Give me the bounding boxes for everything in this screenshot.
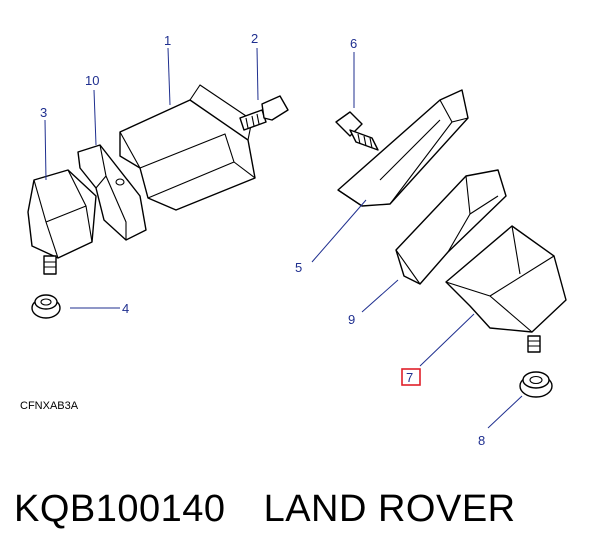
leader-7 [419,313,475,367]
part-10-pad[interactable] [77,144,147,241]
callout-5[interactable]: 5 [295,260,302,275]
leader-8 [487,395,523,429]
callout-8[interactable]: 8 [478,433,485,448]
brand-name: LAND ROVER [263,488,516,530]
leader-1 [167,47,171,106]
leader-3 [44,119,47,181]
callout-6[interactable]: 6 [350,36,357,51]
part-7-mount[interactable] [445,225,567,353]
leader-9 [361,279,399,313]
leader-5 [311,199,367,263]
diagram-code: CFNXAB3A [20,400,79,412]
leader-2 [256,47,259,101]
callout-2[interactable]: 2 [251,31,258,46]
part-8-nut[interactable] [519,371,553,398]
part-9-pad[interactable] [395,169,507,285]
parts-diagram: 1 2 3 4 5 6 7 8 9 10 [27,31,567,448]
callout-7-highlight-box [401,368,421,386]
part-3-mount[interactable] [27,169,97,275]
part-4-nut[interactable] [31,294,61,319]
callout-9[interactable]: 9 [348,312,355,327]
part-number: KQB100140 [14,488,226,530]
callout-4[interactable]: 4 [122,301,129,316]
part-6-bolt[interactable] [335,111,379,151]
leader-10 [93,89,97,146]
footer-caption: KQB100140 LAND ROVER [14,488,516,531]
part-5-bracket[interactable] [337,89,469,207]
callout-10[interactable]: 10 [85,73,99,88]
part-1-bracket[interactable] [119,84,256,211]
callout-1[interactable]: 1 [164,33,171,48]
callout-3[interactable]: 3 [40,105,47,120]
callout-7[interactable]: 7 [406,370,413,385]
part-2-bolt[interactable] [239,95,289,131]
